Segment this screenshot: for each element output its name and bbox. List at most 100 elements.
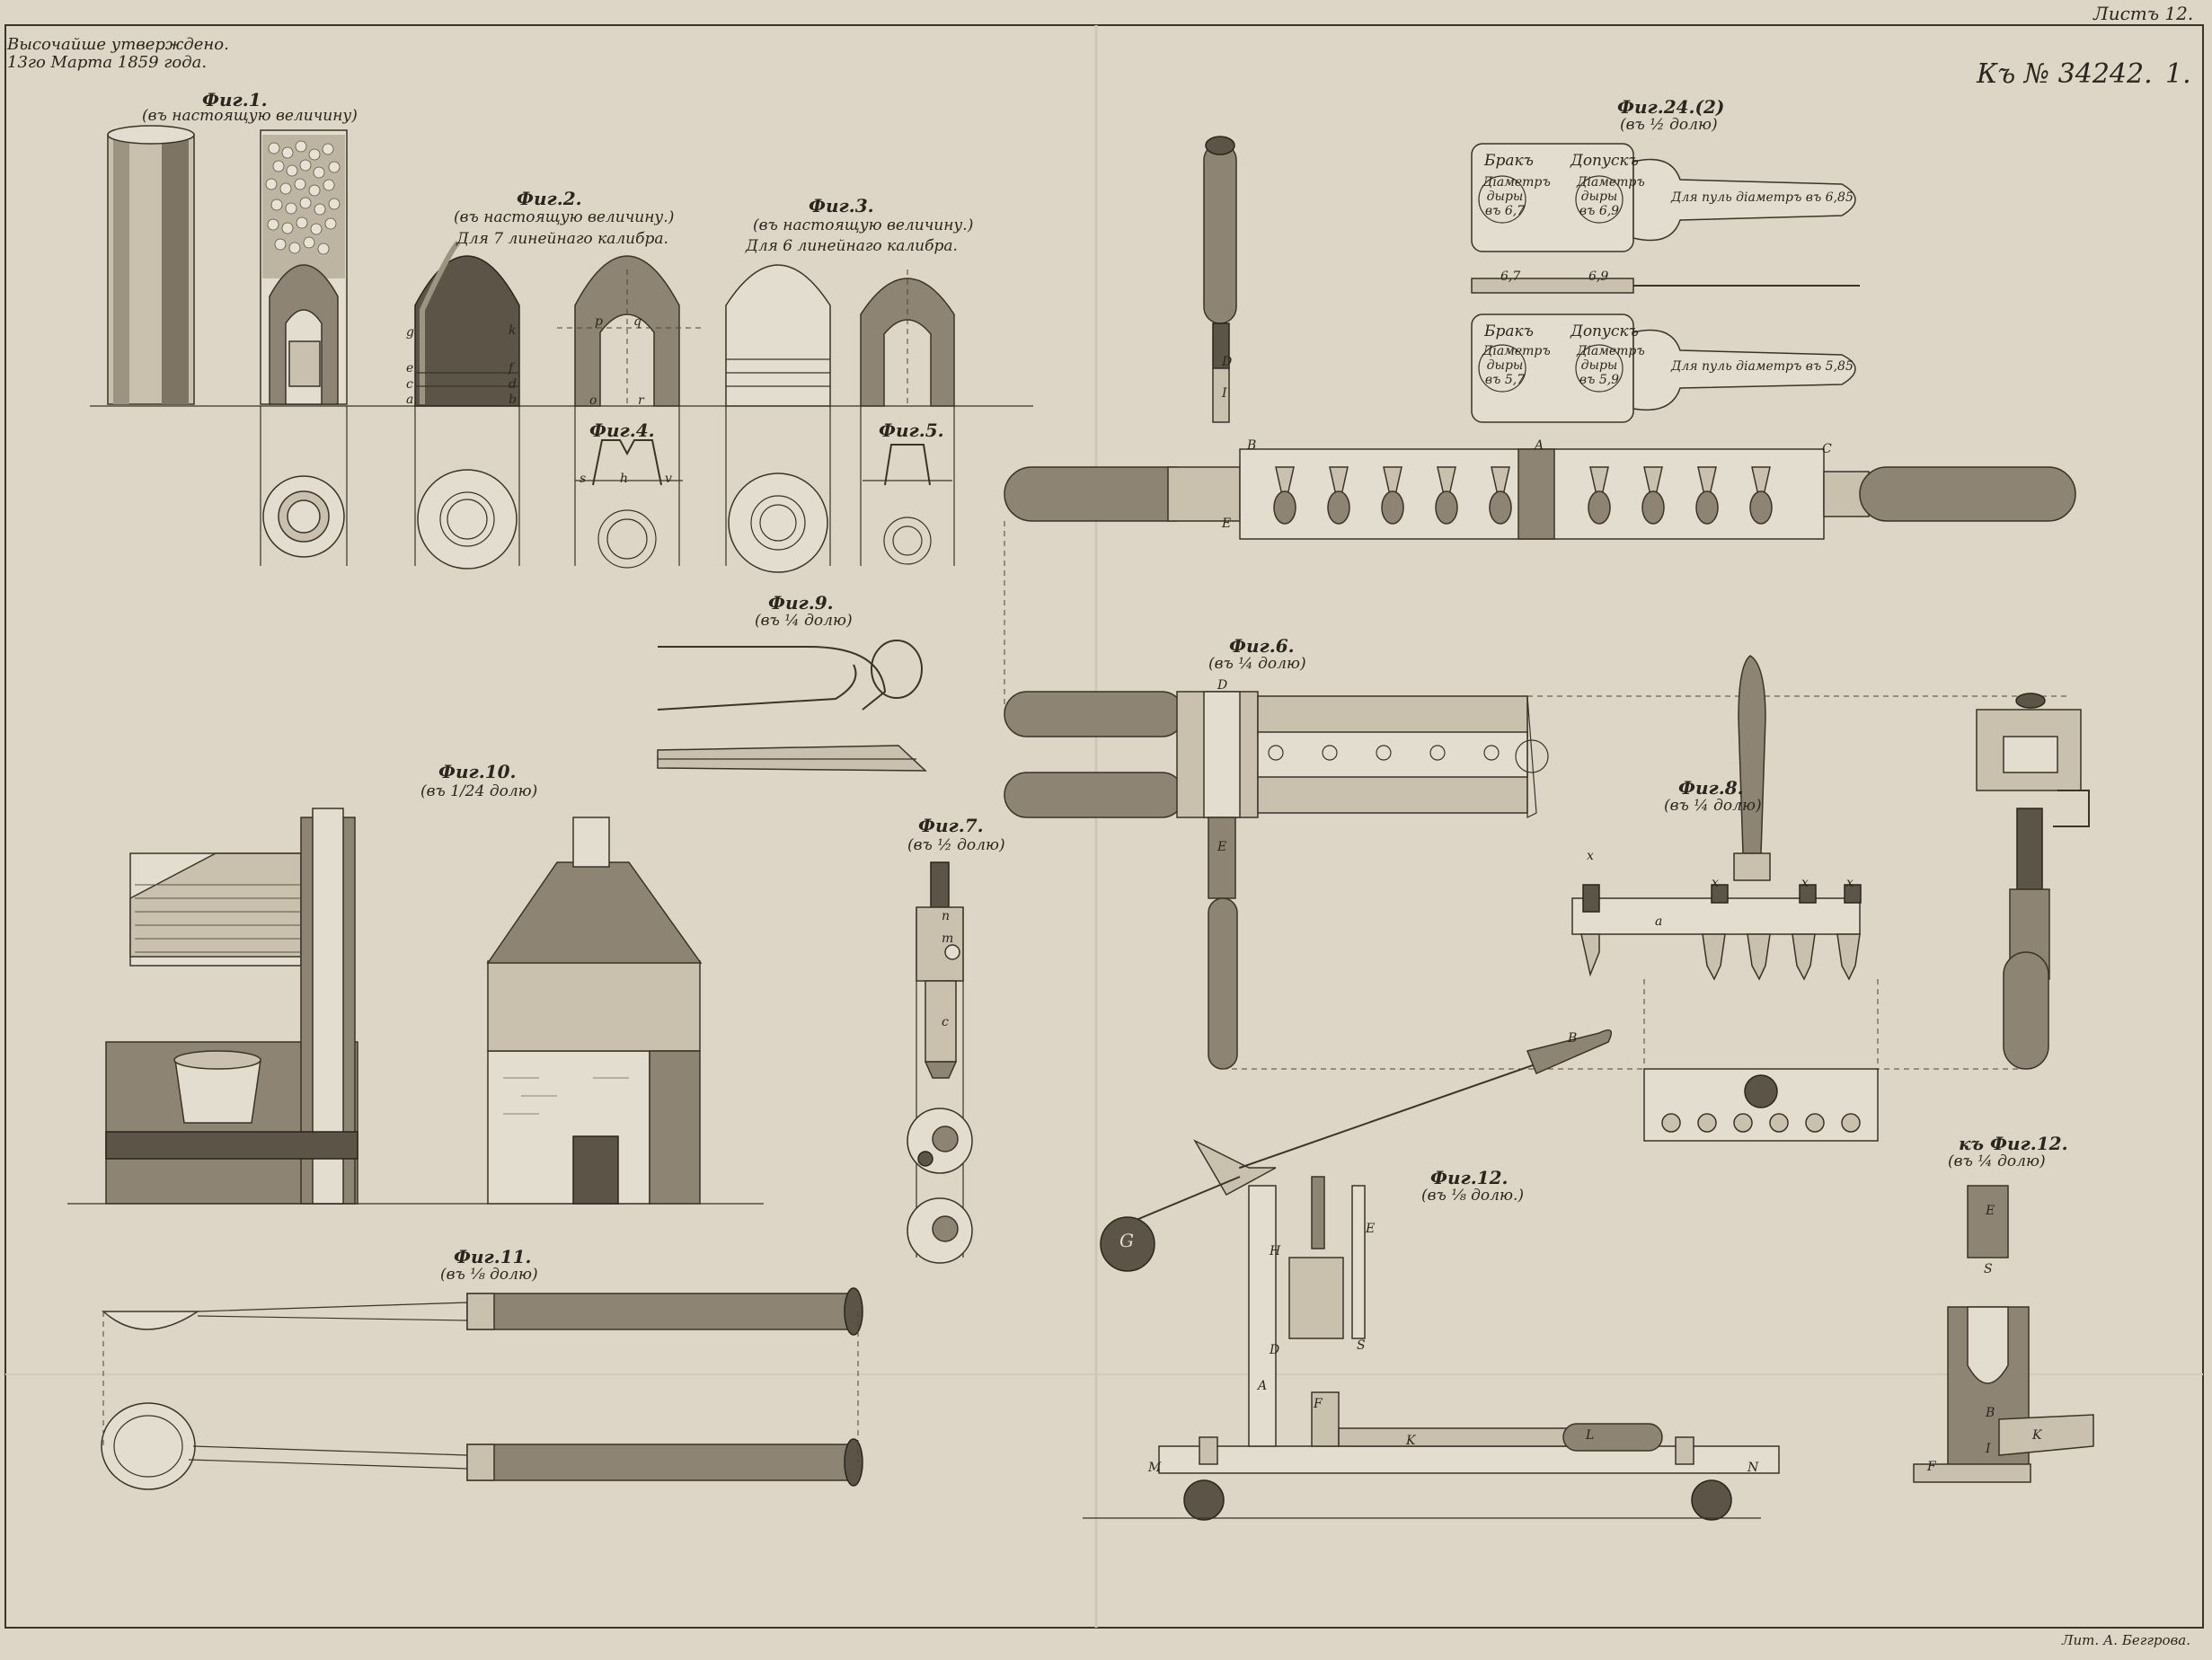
- letter-d: d: [509, 377, 517, 392]
- fig9-tongs: [657, 640, 927, 772]
- letter-B-detail: B: [1986, 1406, 1995, 1420]
- fig4-title: Фиг.4.: [589, 419, 655, 441]
- fig24-title: Фиг.24.(2): [1617, 96, 1725, 118]
- letter-v: v: [665, 472, 672, 486]
- fig11-scale: (въ ⅛ долю): [440, 1266, 538, 1284]
- letter-K: K: [1406, 1434, 1416, 1448]
- fig24-scale: (въ ½ долю): [1620, 116, 1718, 134]
- fig12-press: [1083, 1029, 1780, 1521]
- letter-p: p: [595, 314, 603, 329]
- letter-G: G: [1119, 1230, 1134, 1251]
- letter-E: E: [1217, 840, 1227, 854]
- gauge1-dim-b: 6,9: [1588, 269, 1609, 284]
- letter-D: D: [1217, 678, 1228, 693]
- gauge1-accept: Допускъ: [1571, 152, 1639, 170]
- letter-I-detail: I: [1986, 1442, 1991, 1456]
- fig6-mould: [1004, 691, 2066, 1070]
- fig12-detail: [1913, 1185, 2094, 1483]
- letter-I: I: [1222, 386, 1227, 401]
- letter-s: s: [580, 472, 587, 486]
- fig1-title: Фиг.1.: [202, 89, 268, 110]
- fig3-bullet: [725, 264, 955, 407]
- fig6-scale: (въ ¼ долю): [1208, 655, 1306, 673]
- letter-a: a: [406, 393, 414, 407]
- fig2-title: Фиг.2.: [517, 188, 582, 209]
- fig9-scale: (въ ¼ долю): [755, 612, 853, 630]
- fig2-note: Для 7 линейнаго калибра.: [456, 230, 668, 248]
- letter-B: B: [1247, 438, 1257, 453]
- gauge1-reject-diameter: Діаметръ дыры въ 6,7: [1482, 175, 1551, 219]
- plan-views: [260, 406, 955, 573]
- fig9-title: Фиг.9.: [768, 592, 834, 614]
- fig10-furnace: [67, 808, 764, 1205]
- fig3-scale: (въ настоящую величину.): [753, 216, 974, 234]
- fig8-scale: (въ ¼ долю): [1664, 797, 1762, 815]
- gauge1-accept-diameter: Діаметръ дыры въ 6,9: [1577, 175, 1645, 219]
- letter-M: M: [1148, 1461, 1162, 1475]
- fig8-mould: [1571, 655, 2090, 1142]
- letter-f: f: [509, 361, 514, 375]
- fig11-title: Фиг.11.: [454, 1246, 532, 1267]
- gauge2-accept: Допускъ: [1571, 322, 1639, 340]
- letter-E-top: E: [1222, 517, 1232, 531]
- fig7-title: Фиг.7.: [918, 815, 984, 836]
- letter-E-detail: E: [1986, 1204, 1995, 1218]
- fig7-scale: (въ ½ долю): [907, 836, 1005, 854]
- fig12b-scale: (въ ¼ долю): [1948, 1152, 2046, 1170]
- letter-D-top: D: [1222, 355, 1233, 369]
- letter-S-detail: S: [1984, 1262, 1993, 1276]
- approval-line-1: Высочайше утверждено.: [7, 35, 229, 54]
- letter-r: r: [638, 393, 644, 408]
- approval-line-2: 13го Марта 1859 года.: [7, 53, 208, 72]
- fig3-title: Фиг.3.: [809, 195, 874, 216]
- fig1-scale: (въ настоящую величину): [142, 107, 358, 125]
- letter-a-fig8: a: [1655, 914, 1663, 929]
- letter-B-fig12: B: [1568, 1031, 1578, 1046]
- fig12-title: Фиг.12.: [1430, 1167, 1509, 1188]
- letter-C: C: [1822, 442, 1832, 456]
- letter-F: F: [1314, 1397, 1323, 1411]
- letter-H: H: [1270, 1244, 1281, 1258]
- letter-F-detail: F: [1927, 1460, 1936, 1474]
- fig10-title: Фиг.10.: [438, 761, 517, 782]
- fig6-title: Фиг.6.: [1229, 635, 1295, 657]
- letter-x-2: x: [1712, 876, 1719, 890]
- letter-m: m: [942, 932, 954, 946]
- letter-h: h: [620, 472, 629, 486]
- letter-D-fig12: D: [1270, 1343, 1280, 1357]
- gauge2-reject-diameter: Діаметръ дыры въ 5,7: [1482, 344, 1551, 388]
- gauge1-handle-text: Для пуль діаметръ въ 6,85: [1671, 190, 1854, 205]
- fig12b-title: къ Фиг.12.: [1959, 1133, 2068, 1154]
- letter-K-detail: K: [2032, 1428, 2042, 1443]
- letter-x-4: x: [1846, 876, 1854, 890]
- letter-x-3: x: [1801, 876, 1809, 890]
- patent-number: Къ № 34242.: [1977, 58, 2153, 90]
- letter-N: N: [1747, 1461, 1759, 1475]
- letter-S-fig12: S: [1357, 1338, 1366, 1353]
- fig12-scale: (въ ⅛ долю.): [1421, 1187, 1524, 1205]
- lithographer-credit: Лит. А. Беггрова.: [2062, 1632, 2190, 1648]
- letter-g: g: [406, 325, 414, 340]
- sheet-page-label: Листъ 12.: [2093, 3, 2194, 24]
- letter-e: e: [406, 361, 414, 375]
- letter-A: A: [1535, 438, 1544, 453]
- letter-q: q: [633, 314, 641, 329]
- letter-L: L: [1586, 1428, 1595, 1443]
- fig2-scale: (въ настоящую величину.): [454, 208, 675, 226]
- fig24-gauges: [1471, 143, 1860, 423]
- sheet-frame: [4, 24, 2204, 1629]
- fig8-title: Фиг.8.: [1678, 777, 1744, 799]
- letter-b: b: [509, 393, 517, 407]
- fig11-ladles: [101, 1287, 863, 1490]
- letter-k: k: [509, 323, 517, 338]
- fig7-punch: [907, 861, 973, 1264]
- letter-n: n: [942, 909, 951, 923]
- letter-c-fig7: c: [942, 1015, 949, 1029]
- gauge2-accept-diameter: Діаметръ дыры въ 5,9: [1577, 344, 1645, 388]
- letter-E-fig12: E: [1366, 1222, 1376, 1236]
- fig10-scale: (въ 1/24 долю): [420, 782, 538, 800]
- gauge1-reject: Бракъ: [1484, 152, 1534, 170]
- sheet-index: 1.: [2165, 58, 2191, 90]
